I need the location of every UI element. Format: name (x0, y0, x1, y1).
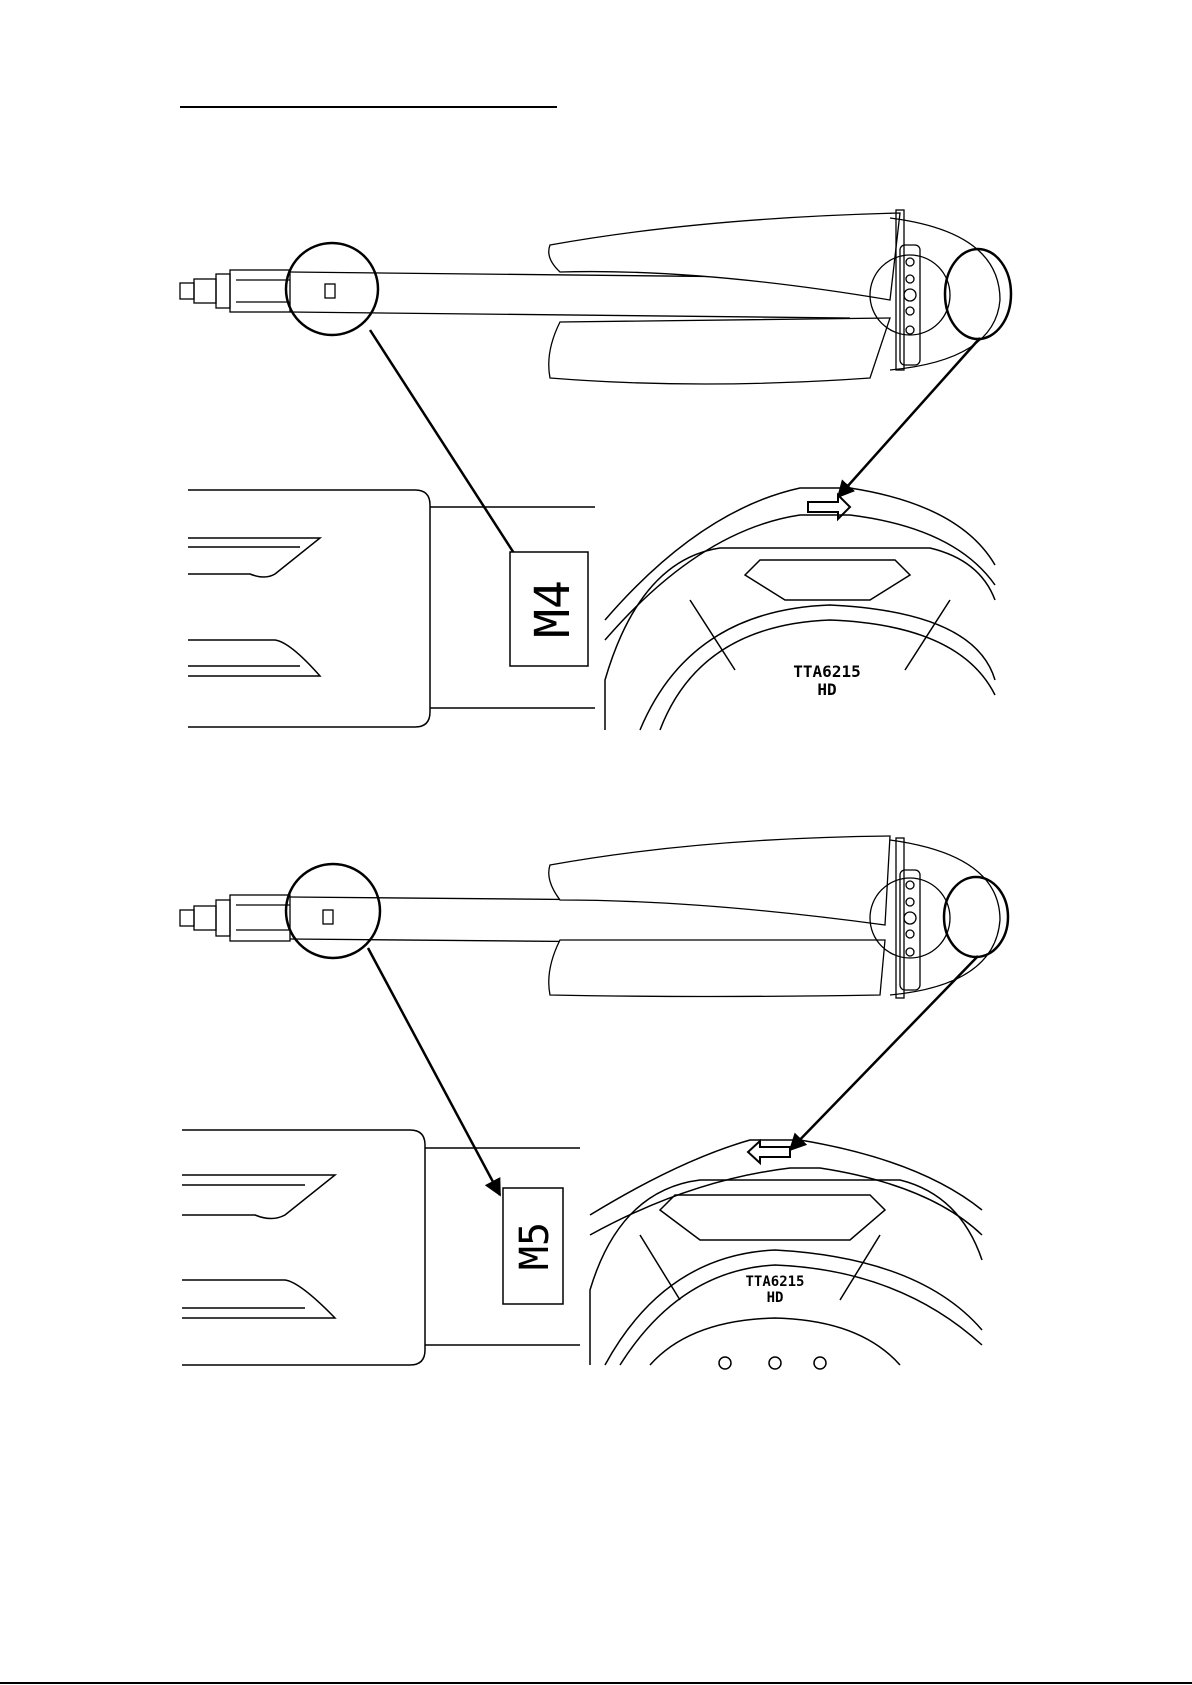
hub-label-line1: TTA6215 (745, 1274, 804, 1290)
hub-label-line1: TTA6215 (793, 662, 860, 681)
hub-detail-1 (605, 488, 995, 730)
callout-circle-hub (945, 249, 1011, 339)
leader-arrow-arm (370, 330, 530, 578)
panel-1: M4 TTA6215 HD (180, 210, 1011, 730)
callout-circle-hub (944, 877, 1008, 957)
panel-2: M5 TTA6215 HD (180, 836, 1008, 1369)
leader-arrow-arm (368, 948, 500, 1195)
arm-tag-label: M4 (525, 580, 581, 638)
overview-arm-1 (180, 210, 1000, 384)
arm-tag-label: M5 (512, 1222, 558, 1270)
hub-label-line2: HD (817, 680, 836, 699)
hub-detail-2 (590, 1140, 982, 1369)
overview-arm-2 (180, 836, 1000, 998)
hub-label-line2: HD (767, 1290, 784, 1306)
